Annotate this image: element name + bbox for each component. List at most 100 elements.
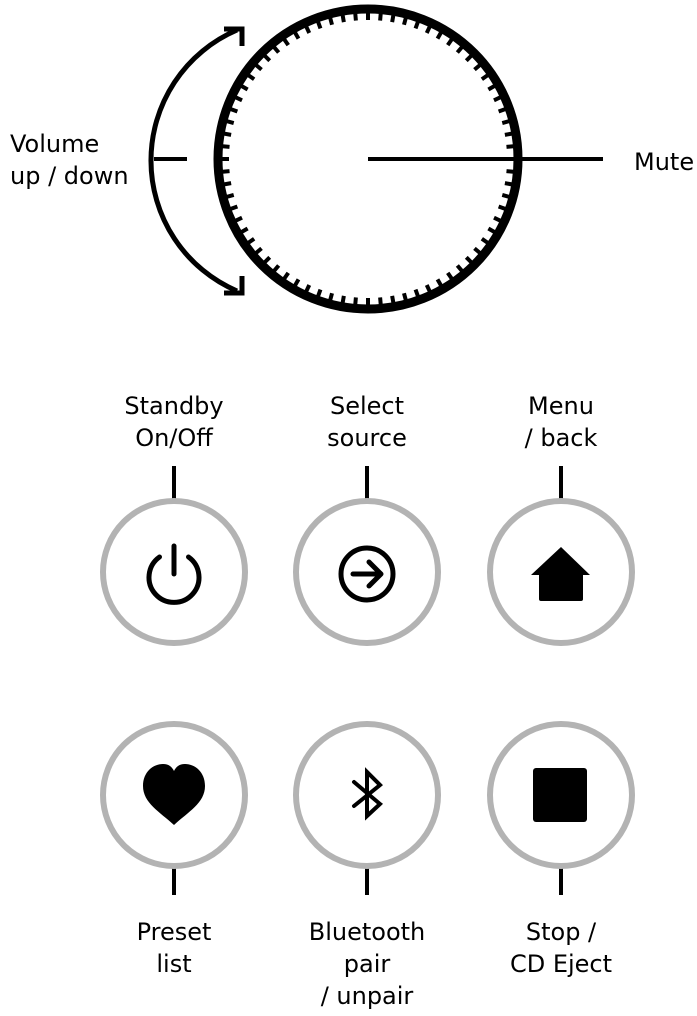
knob-tooth [316,288,323,297]
select-source-label-line-2: source [327,424,407,452]
knob-tooth [473,63,482,72]
knob-tooth [455,45,464,54]
knob-tooth [328,292,334,301]
knob-tooth [402,17,408,26]
knob-tooth [378,13,383,21]
knob-tooth [497,107,506,114]
knob-tooth [223,131,232,137]
mute-label: Mute [634,146,694,178]
stop-icon [533,768,587,822]
knob-tooth [464,54,473,63]
knob-tooth [501,119,510,125]
knob-tooth [446,271,454,280]
knob-tooth [435,31,443,40]
knob-tooth [230,107,239,114]
knob-tooth [402,292,408,301]
bluetooth-icon [352,767,384,821]
mute-label-line-1: Mute [634,148,695,176]
knob-tooth [353,13,358,21]
arrowhead-down [224,276,245,296]
knob-tooth [240,84,249,92]
knob-tooth [493,95,502,103]
heart-icon [143,764,205,825]
knob-tooth [497,204,506,211]
knob-tooth [234,95,243,103]
standby-label-line-1: Standby [124,392,224,420]
knob-tooth [501,193,510,199]
knob-tooth [240,226,249,234]
knob-tooth [263,255,272,264]
knob-tooth [316,21,323,30]
knob-tooth [272,264,281,273]
knob-tooth [473,246,482,255]
knob-tooth [304,25,312,34]
stop-eject-label-line-1: Stop / [525,918,597,946]
preset-list-label-line-2: list [156,950,192,978]
knob-tooth [247,73,256,81]
menu-back-label-line-2: / back [524,424,598,452]
stop-eject-label: Stop / CD Eject [481,916,641,980]
knob-tooth [272,45,281,54]
volume-direction-arrows [148,26,245,296]
stop-eject-label-line-2: CD Eject [509,950,613,978]
bluetooth-label-line-2: pair [343,950,391,978]
knob-tooth [293,31,301,40]
knob-tooth [263,54,272,63]
bluetooth-label: Bluetooth pair / unpair [277,916,457,1012]
home-icon [531,547,590,601]
select-source-label: Select source [287,390,447,454]
knob-tooth [455,264,464,273]
knob-tooth [282,271,290,280]
knob-grip-teeth [222,13,514,305]
knob-tooth [504,131,513,137]
knob-tooth [226,119,235,125]
knob-tooth [340,14,346,23]
knob-tooth [234,215,243,223]
knob-tooth [340,295,346,304]
arrowhead-up [224,26,245,46]
knob-tooth [353,297,358,305]
power-icon [146,543,202,605]
knob-tooth [493,215,502,223]
knob-tooth [223,181,232,187]
knob-tooth [487,226,496,234]
knob-tooth [446,38,454,47]
knob-tooth [226,193,235,199]
menu-back-label-line-1: Menu [528,392,594,420]
knob-tooth [222,144,230,149]
knob-tooth [424,25,432,34]
knob-tooth [413,21,420,30]
knob-tooth [254,246,263,255]
knob-tooth [487,84,496,92]
knob-tooth [282,38,290,47]
arrow-right-circle-icon [338,545,396,603]
knob-tooth [230,204,239,211]
select-source-label-line-1: Select [329,392,405,420]
menu-back-label: Menu / back [481,390,641,454]
volume-label-line-2: up / down [10,162,129,190]
standby-label: Standby On/Off [94,390,254,454]
knob-tooth [506,144,514,149]
bluetooth-label-line-1: Bluetooth [308,918,426,946]
knob-tooth [506,169,514,174]
preset-list-label-line-1: Preset [136,918,212,946]
knob-tooth [390,14,396,23]
knob-tooth [435,278,443,287]
volume-label-line-1: Volume [10,130,100,158]
knob-tooth [413,288,420,297]
knob-tooth [480,237,489,245]
knob-tooth [424,284,432,293]
knob-tooth [378,297,383,305]
standby-label-line-2: On/Off [135,424,213,452]
knob-tooth [464,255,473,264]
knob-tooth [304,284,312,293]
knob-tooth [293,278,301,287]
knob-tooth [222,169,230,174]
knob-tooth [480,73,489,81]
bluetooth-label-line-3: / unpair [320,982,414,1010]
preset-list-label: Preset list [94,916,254,980]
knob-tooth [328,17,334,26]
knob-tooth [254,63,263,72]
volume-arc [148,27,238,294]
